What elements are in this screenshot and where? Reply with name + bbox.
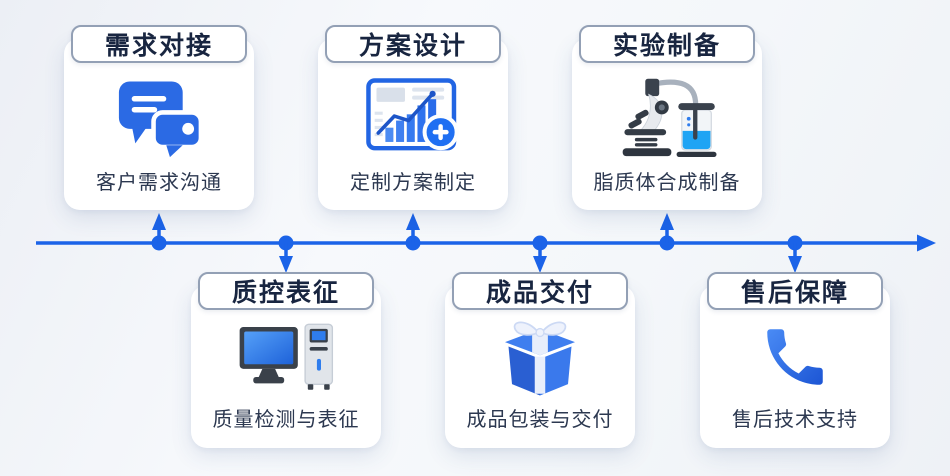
step-caption: 质量检测与表征: [212, 409, 360, 431]
step-card-experiment: 实验制备 脂质体合成制备: [572, 25, 762, 210]
step-card-qc: 质控表征 质量检测与表征: [191, 272, 381, 448]
step-title-badge: 售后保障: [707, 272, 883, 310]
step-caption: 成品包装与交付: [466, 409, 614, 431]
bar-chart-plus-icon: [364, 74, 462, 160]
gift-box-icon: [496, 317, 584, 397]
down-arrow-icon: [533, 256, 547, 273]
step-caption: 定制方案制定: [350, 172, 476, 194]
step-title: 需求对接: [104, 32, 213, 60]
step-title-badge: 实验制备: [579, 25, 755, 63]
step-caption: 脂质体合成制备: [593, 172, 741, 194]
up-arrow-icon: [406, 213, 420, 230]
step-card-aftersales: 售后保障 售后技术支持: [700, 272, 890, 448]
step-title: 售后保障: [740, 279, 849, 307]
down-arrow-icon: [788, 256, 802, 273]
step-title: 质控表征: [231, 279, 340, 307]
step-card-demand: 需求对接 客户需求沟通: [64, 25, 254, 210]
computer-workstation-icon: [236, 317, 336, 397]
step-title-badge: 成品交付: [452, 272, 628, 310]
up-arrow-icon: [152, 213, 166, 230]
step-title-badge: 方案设计: [325, 25, 501, 63]
step-title: 方案设计: [358, 32, 467, 60]
chat-bubbles-icon: [111, 74, 207, 160]
phone-handset-icon: [758, 317, 832, 397]
up-arrow-icon: [660, 213, 674, 230]
step-caption: 售后技术支持: [732, 409, 858, 431]
step-title: 成品交付: [485, 279, 594, 307]
step-card-delivery: 成品交付 成品包装与交付: [445, 272, 635, 448]
right-arrow-icon: [917, 234, 936, 252]
microscope-beaker-icon: [614, 74, 720, 160]
step-title-badge: 需求对接: [71, 25, 247, 63]
step-caption: 客户需求沟通: [96, 172, 222, 194]
step-title-badge: 质控表征: [198, 272, 374, 310]
step-card-design: 方案设计: [318, 25, 508, 210]
step-title: 实验制备: [612, 32, 721, 60]
down-arrow-icon: [279, 256, 293, 273]
